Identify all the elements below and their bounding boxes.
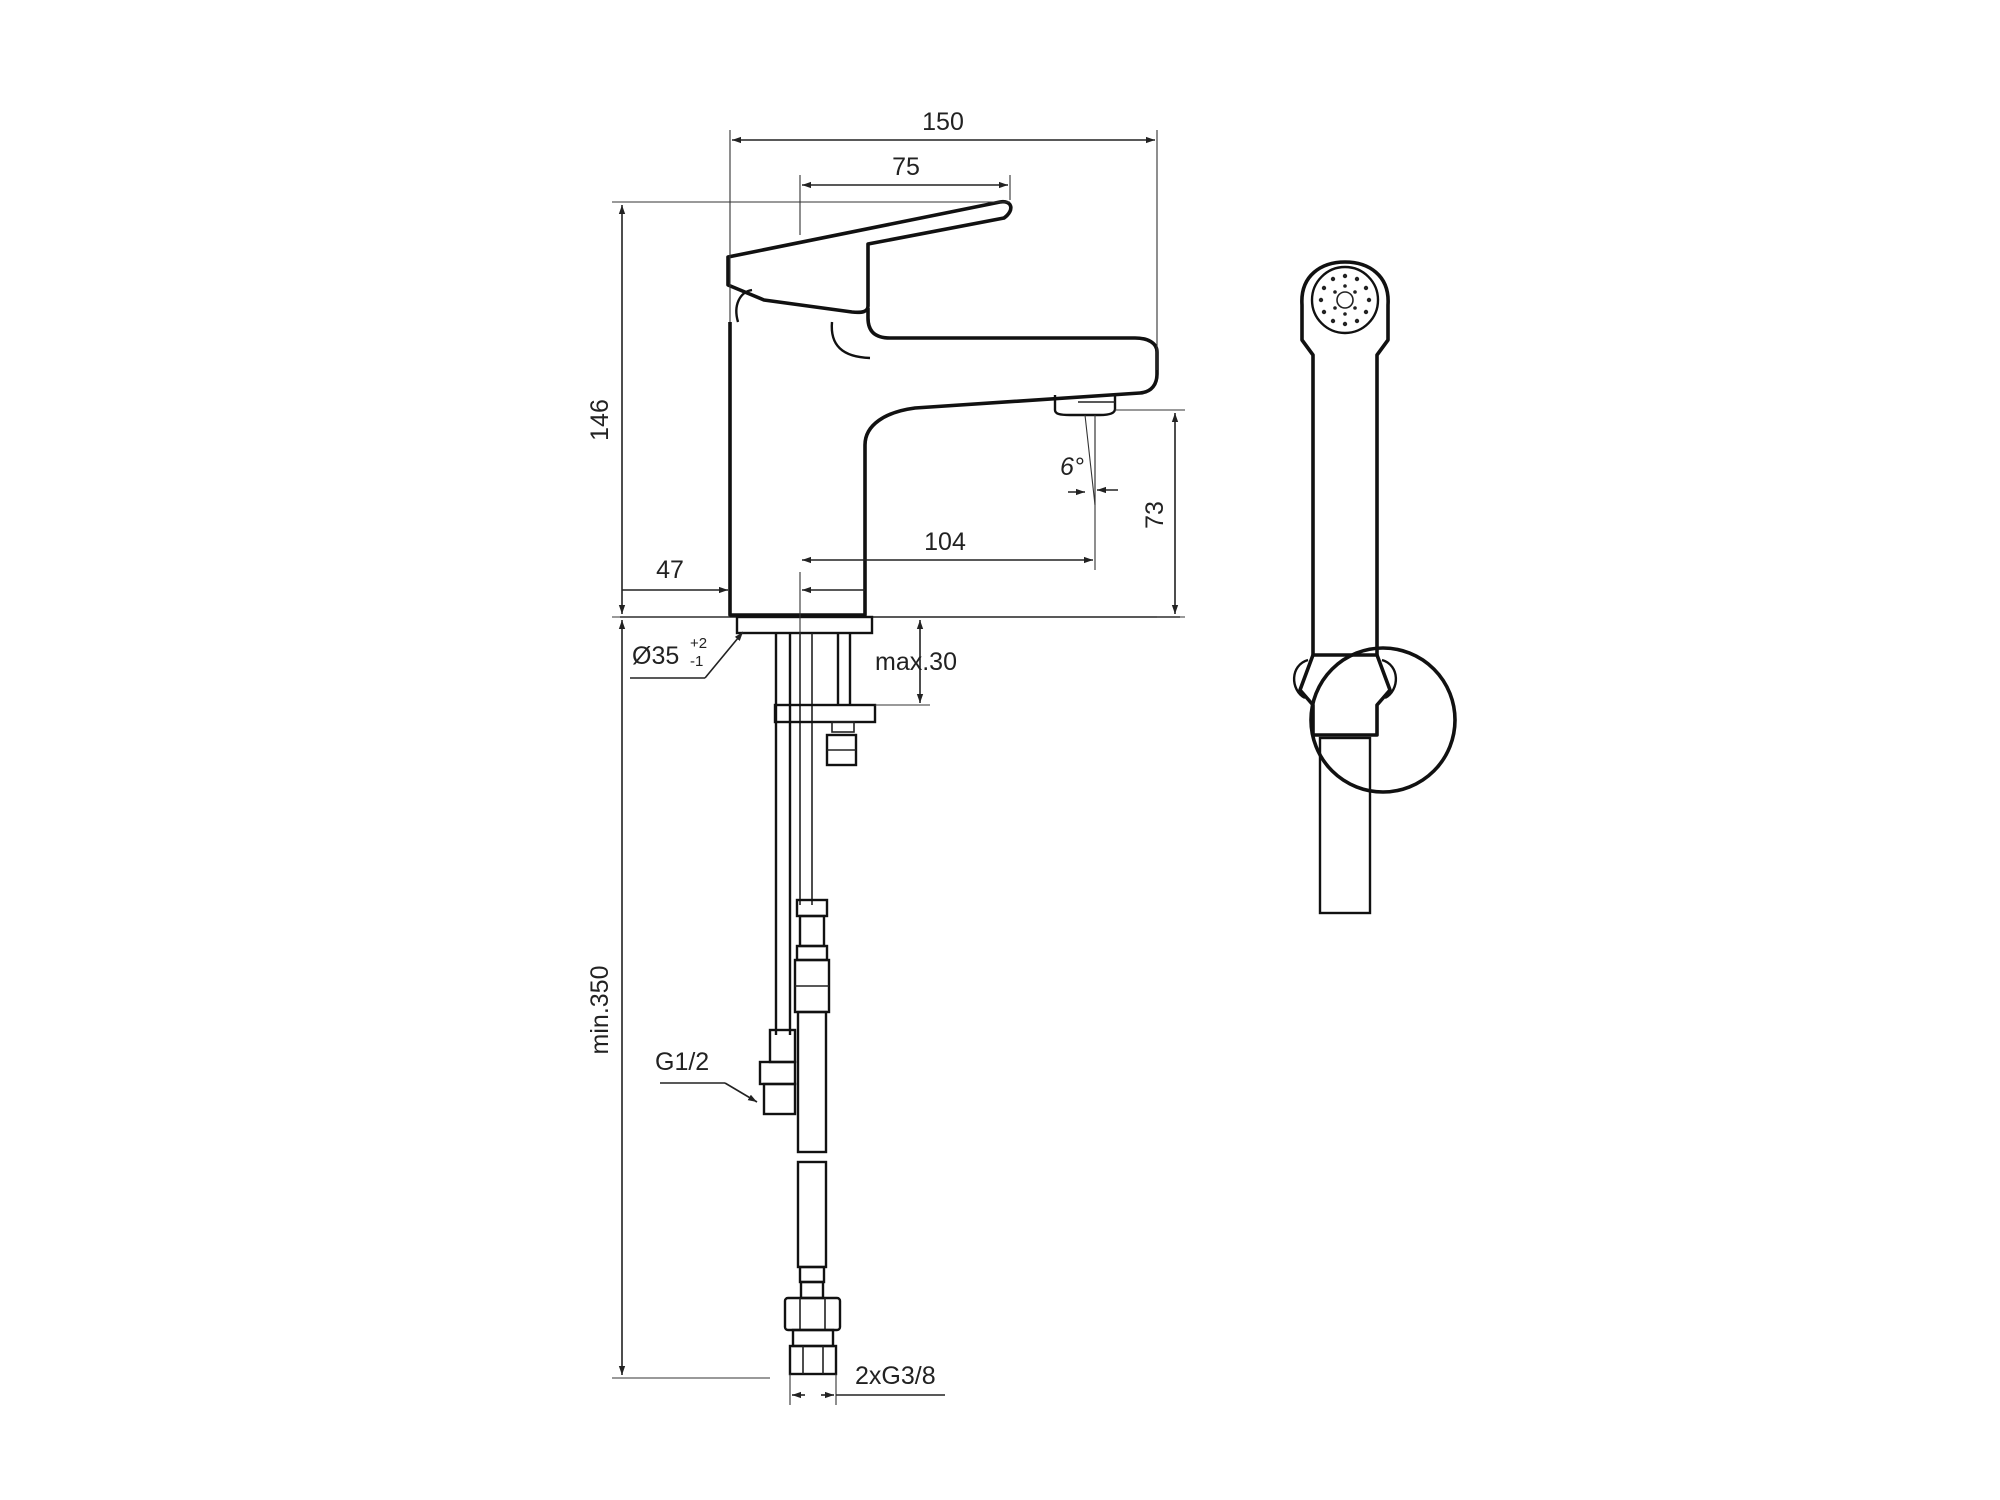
dim-connection-thread: 2xG3/8: [855, 1362, 936, 1390]
leader-diameter: [704, 631, 744, 679]
lever-neck: [735, 288, 753, 323]
fixing-plate: [773, 703, 877, 724]
dim-spout-reach: 104: [924, 528, 966, 556]
spray-face: [1310, 265, 1380, 335]
shower-handle: [1300, 260, 1390, 657]
dim-lever-reach: 75: [892, 153, 920, 181]
dim-inlet-thread: G1/2: [655, 1048, 709, 1076]
braided-hose-lower: [796, 1160, 828, 1269]
hand-shower: [1292, 260, 1457, 915]
dim-overall-width: 150: [922, 108, 964, 136]
dim-total-height: 146: [586, 399, 614, 441]
faucet-lever: [726, 199, 1013, 315]
dim-tolerance-plus: +2: [690, 635, 707, 652]
dim-hose-length: min.350: [586, 966, 614, 1055]
dim-deck-thickness: max.30: [875, 648, 957, 676]
faucet-body: [728, 308, 1159, 617]
dim-axis-offset: 47: [656, 556, 684, 584]
spout-curve: [830, 321, 871, 360]
g12-fitting: [768, 1028, 797, 1064]
base-ring: [735, 615, 874, 635]
shower-hose: [1318, 736, 1372, 915]
dim-hole-diameter: Ø35: [632, 642, 679, 670]
dim-spout-angle: 6°: [1060, 453, 1084, 481]
leader-g12: [724, 1082, 758, 1103]
holder-clamp: [1298, 654, 1392, 737]
faucet-drawing: [620, 199, 1180, 1376]
braided-hose-upper: [796, 1010, 828, 1154]
spray-nozzles: [1318, 273, 1372, 327]
spray-center: [1336, 291, 1354, 309]
connector-nut: [783, 1296, 842, 1332]
wall-bracket-disk: [1309, 646, 1457, 794]
dim-tolerance-minus: -1: [690, 653, 703, 670]
connector-thread-g38: [788, 1344, 838, 1376]
dim-spout-height: 73: [1141, 501, 1169, 529]
dimensions: 150 75 146 47 104 6° 73 Ø35: [586, 108, 1185, 1405]
